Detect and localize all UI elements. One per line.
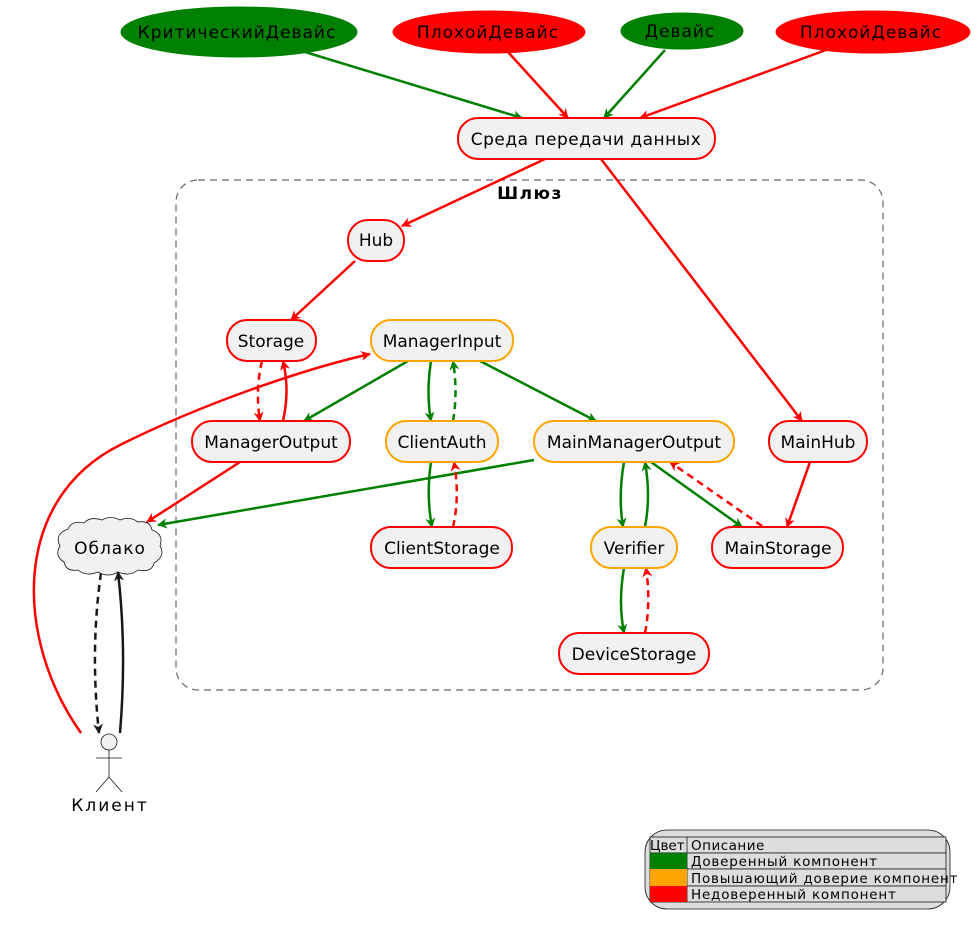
node-device-storage: DeviceStorage [558, 632, 710, 675]
legend-desc-raising: Повышающий доверие компонент [691, 871, 958, 887]
edge-client-to-managerinput [32, 351, 371, 734]
node-manager-input-label: ManagerInput [383, 332, 502, 352]
edge-manageroutput-to-cloud [146, 460, 241, 524]
cloud-node: Облако [57, 517, 163, 576]
edge-device-to-medium [603, 49, 666, 119]
edge-clientauth-to-clientstorage [425, 461, 436, 528]
legend-desc-untrusted: Недоверенный компонент [691, 887, 897, 903]
client-label: Клиент [71, 796, 148, 816]
legend-swatch-trusted [650, 853, 687, 869]
edge-clientstorage-to-clientauth [450, 461, 461, 528]
legend-header-desc: Описание [691, 838, 765, 854]
node-verifier-label: Verifier [604, 539, 665, 559]
node-main-storage: MainStorage [711, 526, 844, 569]
node-client-storage: ClientStorage [370, 526, 513, 569]
edge-storage-to-manageroutput [253, 360, 264, 422]
node-medium: Среда передачи данных [457, 117, 716, 160]
edge-medium-to-hub [401, 157, 546, 228]
node-main-hub: MainHub [768, 420, 868, 463]
device-bad-1-label: ПлохойДевайс [417, 23, 559, 43]
device-bad-1: ПлохойДевайс [392, 10, 586, 54]
actor-icon [95, 733, 123, 793]
legend: Цвет Описание Доверенный компонент Повыш… [644, 829, 958, 910]
gateway-frame [175, 179, 884, 691]
legend-desc-trusted: Доверенный компонент [691, 854, 878, 870]
node-hub: Hub [347, 219, 405, 262]
device-critical-label: КритическийДевайс [138, 23, 337, 43]
edge-verifier-to-devicestorage [617, 567, 628, 634]
edge-clientauth-to-managerinput [449, 360, 460, 422]
legend-swatch-untrusted [650, 886, 687, 902]
device-critical: КритическийДевайс [120, 6, 358, 58]
edge-bad1-to-medium [507, 51, 569, 119]
node-client-auth-label: ClientAuth [397, 433, 486, 453]
edge-hub-to-storage [290, 260, 356, 321]
edge-manageroutput-to-storage [280, 360, 290, 422]
node-main-storage-label: MainStorage [724, 539, 831, 559]
device-trusted-label: Девайс [645, 22, 716, 42]
legend-swatch-raising [650, 869, 687, 886]
edge-managerinput-to-mainmanageroutput [479, 359, 597, 423]
legend-header-color: Цвет [650, 838, 685, 854]
edge-mainmanageroutput-to-verifier [616, 461, 627, 528]
edge-managerinput-to-manageroutput [303, 359, 409, 423]
node-manager-output: ManagerOutput [191, 420, 351, 463]
edge-cloud-to-client [93, 572, 104, 734]
edge-mainmanageroutput-to-cloud [157, 458, 535, 529]
node-verifier: Verifier [590, 526, 678, 569]
node-main-manager-output: MainManagerOutput [533, 420, 735, 463]
edge-client-to-cloud [114, 571, 125, 734]
node-main-hub-label: MainHub [781, 433, 856, 453]
edge-critical-to-medium [304, 50, 523, 121]
device-trusted: Девайс [620, 12, 744, 50]
node-manager-input: ManagerInput [370, 319, 514, 362]
node-client-auth: ClientAuth [385, 420, 499, 463]
edge-medium-to-mainhub [600, 158, 803, 422]
node-manager-output-label: ManagerOutput [204, 433, 338, 453]
edge-managerinput-to-clientauth [424, 360, 435, 422]
client-actor: Клиент [71, 733, 148, 816]
device-bad-2: ПлохойДевайс [775, 10, 971, 54]
node-storage-label: Storage [238, 332, 305, 352]
edge-verifier-to-mainmanageroutput [641, 461, 652, 528]
node-main-manager-output-label: MainManagerOutput [547, 433, 721, 453]
node-device-storage-label: DeviceStorage [572, 645, 697, 665]
node-medium-label: Среда передачи данных [471, 130, 702, 150]
edge-mainhub-to-mainstorage [785, 461, 812, 528]
edge-mainstorage-to-mainmanageroutput [669, 460, 763, 528]
edge-bad2-to-medium [639, 48, 827, 120]
cloud-icon [57, 517, 163, 576]
node-storage: Storage [226, 319, 317, 362]
device-bad-2-label: ПлохойДевайс [800, 23, 942, 43]
edge-mainmanageroutput-to-mainstorage [650, 460, 743, 529]
node-hub-label: Hub [359, 231, 393, 251]
edge-devicestorage-to-verifier [642, 567, 653, 634]
cloud-label: Облако [74, 539, 146, 559]
node-client-storage-label: ClientStorage [384, 539, 500, 559]
gateway-title: Шлюз [497, 184, 563, 204]
